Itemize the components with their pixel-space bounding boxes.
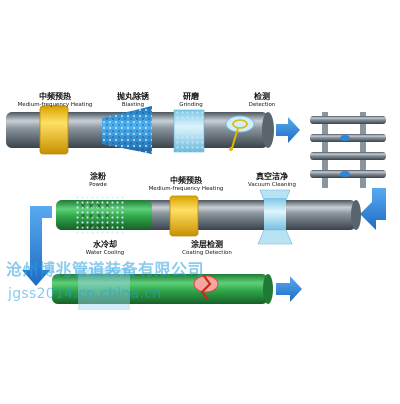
powder-spray-nozzles: × × × × × × × × × × × × [76,196,126,234]
label-blasting: 抛丸除锈 Blasting [117,92,149,109]
flow-arrow-right-return [360,188,386,230]
label-heating-1-cn: 中频预热 [39,92,71,101]
label-coating-detection-cn: 涂层检测 [191,240,223,249]
blasting-chamber [102,106,152,154]
flow-arrow-top [276,117,300,143]
label-heating-1-en: Medium-frequency Heating [17,102,93,108]
svg-text:× × × ×: × × × × [80,202,110,210]
label-vacuum-cn: 真空洁净 [255,172,288,181]
label-heating-2: 中频预热 Medium-frequency Heating [149,176,224,193]
flow-arrow-left-down [22,206,52,286]
watermark-company: 沧州博兆管道装备有限公司 [6,260,205,279]
label-water-cooling-en: Water Cooling [85,250,125,256]
label-water-cooling: 水冷却 Water Cooling [86,240,125,257]
pipe-rack [310,112,386,188]
label-heating-1: 中频预热 Medium-frequency Heating [18,92,93,109]
heating-band-1 [39,105,69,155]
label-detection: 检测 Detection [249,92,276,109]
label-powder-en: Powde [89,182,107,188]
label-grinding: 研磨 Grinding [179,92,203,109]
watermark-url: jgss2014.cn.china.cn [8,286,162,302]
svg-text:× × × ×: × × × × [80,222,110,230]
water-cooling-unit [78,268,130,310]
grinding-block [173,109,205,153]
label-water-cooling-cn: 水冷却 [93,240,117,249]
label-coating-detection: 涂层检测 Coating Detection [182,240,232,257]
label-blasting-en: Blasting [121,102,145,108]
label-detection-cn: 检测 [254,92,270,101]
label-heating-2-en: Medium-frequency Heating [148,186,224,192]
label-heating-2-cn: 中频预热 [170,176,202,185]
flow-arrow-bottom [276,276,302,302]
label-coating-detection-en: Coating Detection [182,250,232,256]
label-vacuum: 真空洁净 Vacuum Cleaning [248,172,296,189]
label-powder-cn: 涂粉 [89,172,106,181]
label-vacuum-en: Vacuum Cleaning [248,182,296,188]
coating-detection-probe [193,275,219,301]
label-powder: 涂粉 Powde [89,172,107,189]
label-blasting-cn: 抛丸除锈 [117,92,149,101]
detection-probe [225,115,255,151]
svg-text:× × × ×: × × × × [80,212,110,220]
vacuum-cleaning-ring [257,189,293,245]
label-detection-en: Detection [248,102,276,108]
heating-band-2 [169,195,199,237]
label-grinding-en: Grinding [179,102,203,108]
label-grinding-cn: 研磨 [182,92,199,101]
